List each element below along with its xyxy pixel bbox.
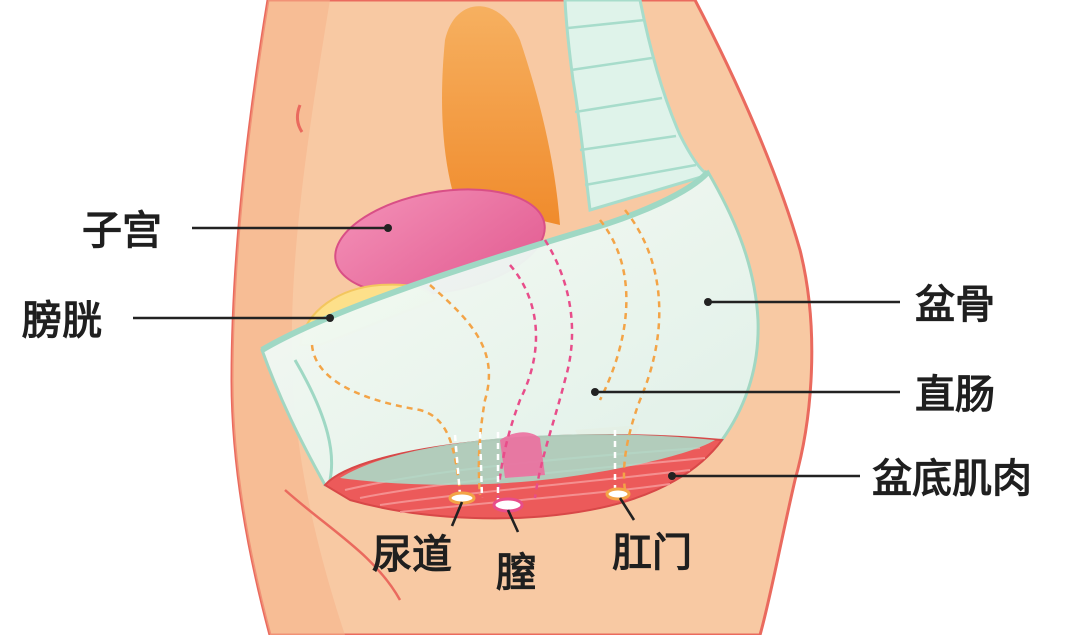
- label-urethra: 尿道: [372, 532, 452, 578]
- label-uterus: 子宫: [82, 208, 162, 254]
- dashed-rectum-path: [598, 209, 661, 491]
- spine-segments: [567, 18, 697, 187]
- vagina-opening: [492, 497, 524, 513]
- navel-mark: [295, 104, 304, 133]
- label-vagina: 膣: [496, 550, 536, 596]
- anus-opening: [605, 487, 631, 501]
- leader-lines: [133, 224, 900, 533]
- dashed-urethra-path: [310, 284, 491, 496]
- label-pelvis: 盆骨: [915, 282, 995, 328]
- rectum-colon-shape: [442, 6, 560, 225]
- body-crease: [284, 489, 402, 601]
- dashed-white-lines: [453, 430, 617, 500]
- dashed-vagina-path: [496, 239, 574, 499]
- label-anus: 肛门: [612, 530, 692, 576]
- urethra-opening: [448, 491, 476, 505]
- label-rectum: 直肠: [915, 372, 995, 418]
- pelvis-rim-inner: [293, 359, 334, 481]
- spine-shape: [563, 0, 712, 212]
- vagina-lower-shape: [500, 432, 545, 478]
- label-bladder: 膀胱: [22, 298, 102, 344]
- label-pelvic-floor-muscle: 盆底肌肉: [872, 456, 1032, 502]
